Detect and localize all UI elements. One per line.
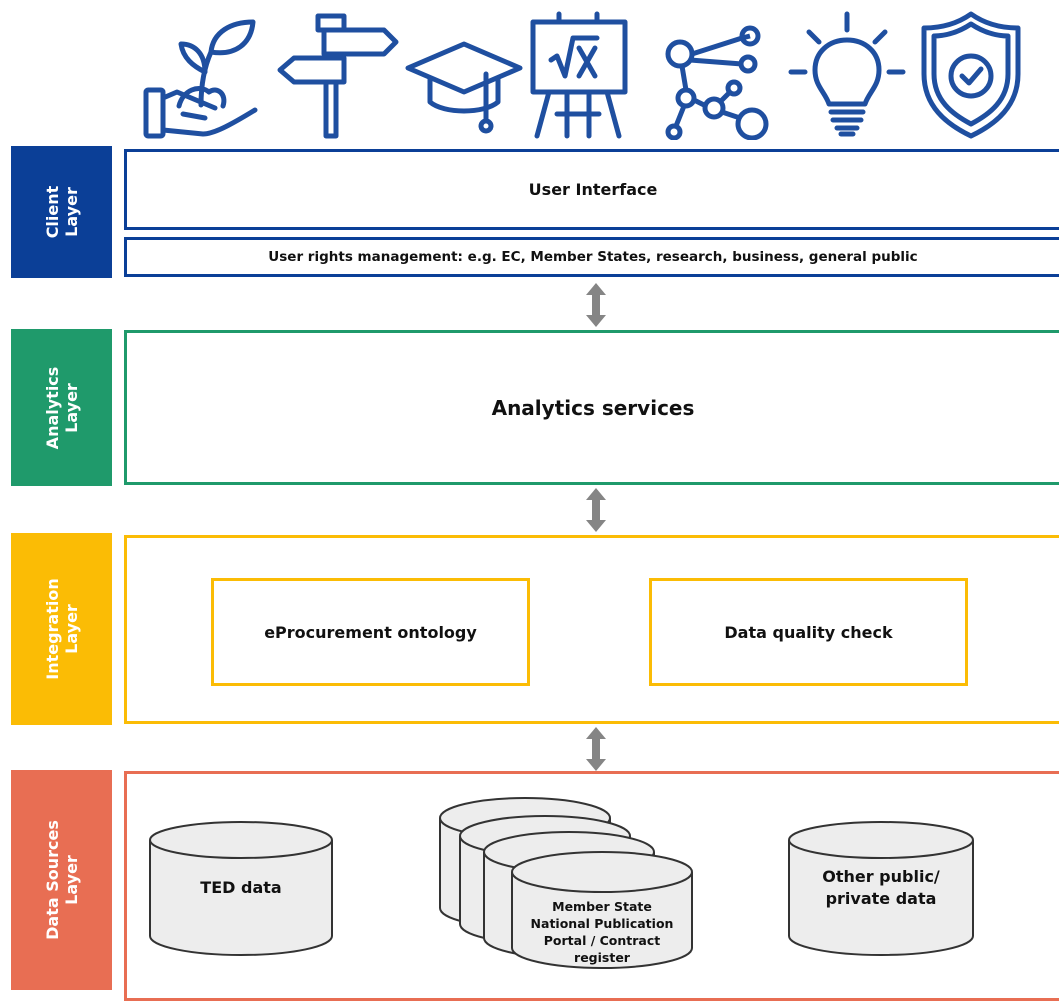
signpost-icon — [274, 10, 399, 140]
eprocurement-ontology-box: eProcurement ontology — [211, 578, 530, 686]
analytics-layer-label-line2: Layer — [61, 382, 81, 433]
analytics-layer-label: Analytics Layer — [11, 329, 112, 486]
data-sources-layer-label-line2: Layer — [61, 855, 81, 905]
integration-layer-label-line2: Layer — [61, 604, 81, 654]
other-data-label-line2: private data — [825, 889, 937, 908]
client-layer-label-line2: Layer — [61, 187, 81, 237]
member-state-label-line4: register — [574, 950, 630, 965]
user-interface-box: User Interface — [124, 149, 1059, 230]
light-bulb-icon — [785, 10, 909, 140]
data-quality-check-text: Data quality check — [724, 622, 893, 642]
integration-layer-box — [124, 535, 1059, 724]
bidirectional-arrow — [586, 283, 606, 327]
eprocurement-ontology-text: eProcurement ontology — [264, 622, 477, 642]
client-layer-label-line1: Client — [42, 185, 62, 239]
other-data-label-line1: Other public/ — [822, 867, 940, 886]
user-interface-text: User Interface — [528, 180, 658, 199]
ted-data-database: TED data — [148, 820, 334, 958]
user-rights-box: User rights management: e.g. EC, Member … — [124, 237, 1059, 277]
analytics-services-text: Analytics services — [491, 395, 695, 420]
graduation-cap-icon — [404, 10, 524, 140]
ted-data-label: TED data — [200, 878, 282, 897]
bidirectional-arrow — [586, 727, 606, 771]
member-state-label-line2: National Publication — [530, 916, 674, 931]
data-sources-layer-label: Data Sources Layer — [11, 770, 112, 990]
member-state-stacked-database: Member State National Publication Portal… — [438, 796, 698, 971]
client-layer-label: Client Layer — [11, 146, 112, 278]
shield-check-icon — [918, 10, 1024, 140]
integration-layer-label-line1: Integration — [42, 578, 62, 680]
network-nodes-icon — [654, 10, 774, 140]
analytics-services-box: Analytics services — [124, 330, 1059, 485]
other-data-database: Other public/ private data — [787, 820, 975, 958]
plant-in-hand-icon — [143, 10, 259, 140]
bidirectional-arrow — [586, 488, 606, 532]
analytics-layer-label-line1: Analytics — [42, 366, 62, 449]
user-rights-text: User rights management: e.g. EC, Member … — [268, 249, 918, 265]
member-state-label-line3: Portal / Contract — [543, 933, 661, 948]
data-quality-check-box: Data quality check — [649, 578, 968, 686]
easel-sqrt-x-icon — [527, 10, 631, 140]
data-sources-layer-label-line1: Data Sources — [42, 820, 62, 940]
integration-layer-label: Integration Layer — [11, 533, 112, 725]
member-state-label-line1: Member State — [552, 899, 652, 914]
